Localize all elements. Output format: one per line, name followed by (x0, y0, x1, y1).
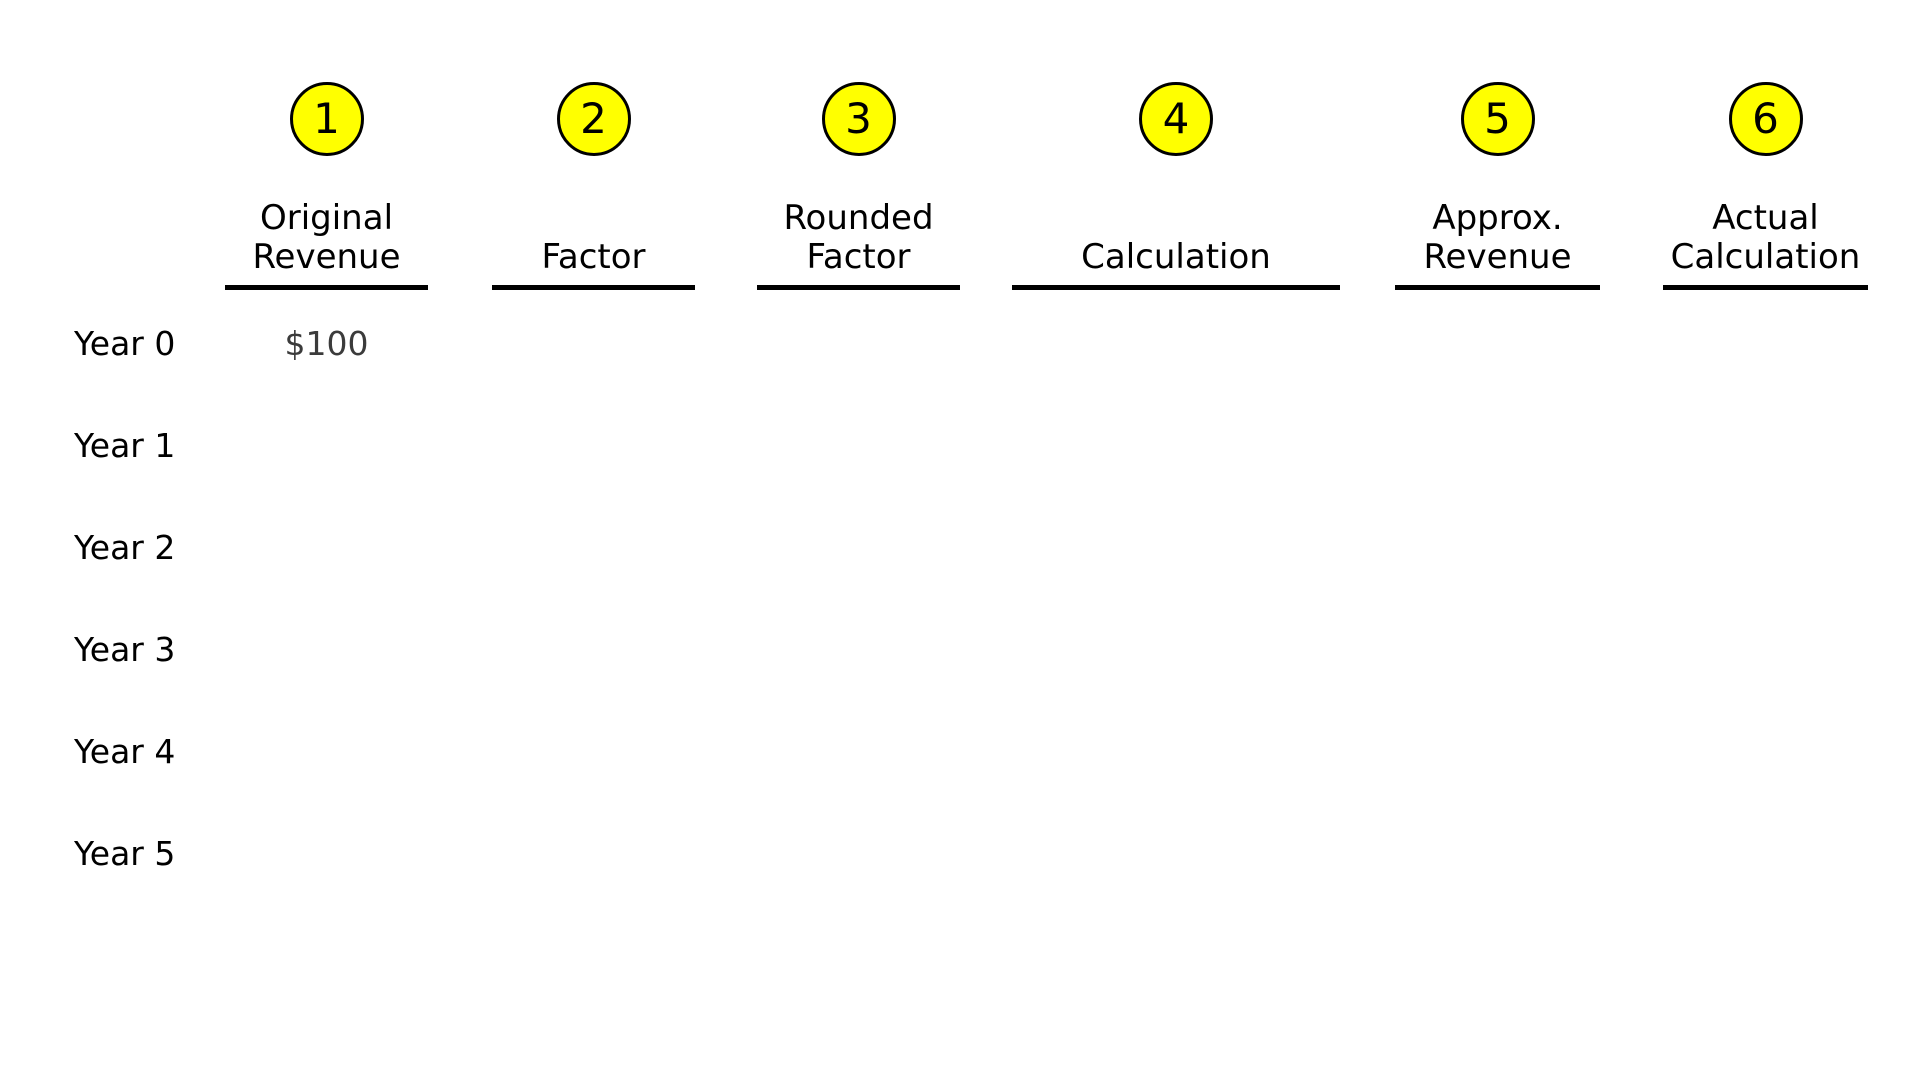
step-badge-2: 2 (556, 82, 631, 156)
step-badge-6: 6 (1728, 82, 1803, 156)
row-label-year-0: Year 0 (74, 324, 176, 363)
step-badge-3: 3 (821, 82, 896, 156)
column-rule-3 (757, 285, 960, 290)
step-badge-5: 5 (1460, 82, 1535, 156)
step-badge-4: 4 (1139, 82, 1213, 156)
column-title-6: Actual Calculation (1670, 198, 1861, 277)
row-label-year-3: Year 3 (74, 630, 176, 669)
cell-r0-c1[interactable]: $100 (284, 324, 369, 363)
column-title-5: Approx. Revenue (1423, 198, 1572, 277)
column-rule-6 (1663, 285, 1868, 290)
row-label-year-2: Year 2 (74, 528, 176, 567)
column-rule-2 (492, 285, 695, 290)
column-title-4: Calculation (1081, 236, 1271, 277)
column-rule-4 (1012, 285, 1340, 290)
row-label-year-5: Year 5 (74, 834, 176, 873)
row-label-year-1: Year 1 (74, 426, 176, 465)
column-rule-5 (1395, 285, 1600, 290)
column-title-2: Factor (541, 236, 646, 277)
column-rule-1 (225, 285, 428, 290)
step-badge-1: 1 (289, 82, 364, 156)
column-title-3: Rounded Factor (783, 198, 934, 277)
column-title-1: Original Revenue (252, 198, 401, 277)
row-label-year-4: Year 4 (74, 732, 176, 771)
